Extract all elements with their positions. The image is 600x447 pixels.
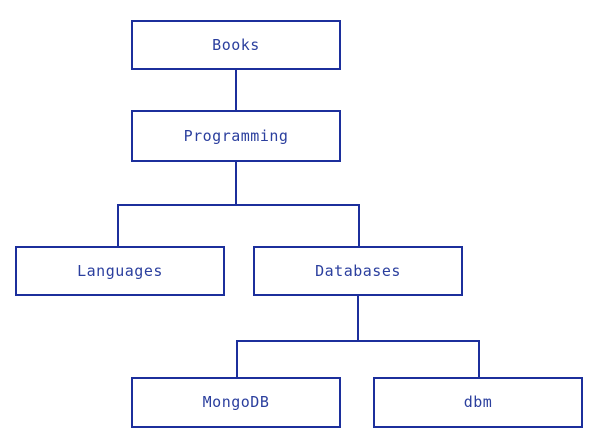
node-dbm-label: dbm [463,393,493,411]
node-programming[interactable]: Programming [131,110,341,162]
node-dbm[interactable]: dbm [373,377,583,428]
node-databases[interactable]: Databases [253,246,463,296]
node-languages-label: Languages [77,261,163,280]
edge-databases-bus [236,340,480,342]
node-programming-label: Programming [183,126,289,145]
edge-databases-to-mongodb [236,340,238,379]
node-mongodb[interactable]: MongoDB [131,377,341,428]
edge-programming-stem [235,160,237,206]
edge-databases-to-dbm [478,340,480,379]
node-databases-label: Databases [315,261,401,280]
edge-programming-to-databases [358,204,360,248]
node-books[interactable]: Books [131,20,341,70]
node-languages[interactable]: Languages [15,246,225,296]
edge-books-to-programming [235,68,237,112]
node-mongodb-label: MongoDB [202,393,270,411]
node-books-label: Books [212,35,260,54]
edge-programming-bus [117,204,360,206]
edge-databases-stem [357,294,359,342]
edge-programming-to-languages [117,204,119,248]
